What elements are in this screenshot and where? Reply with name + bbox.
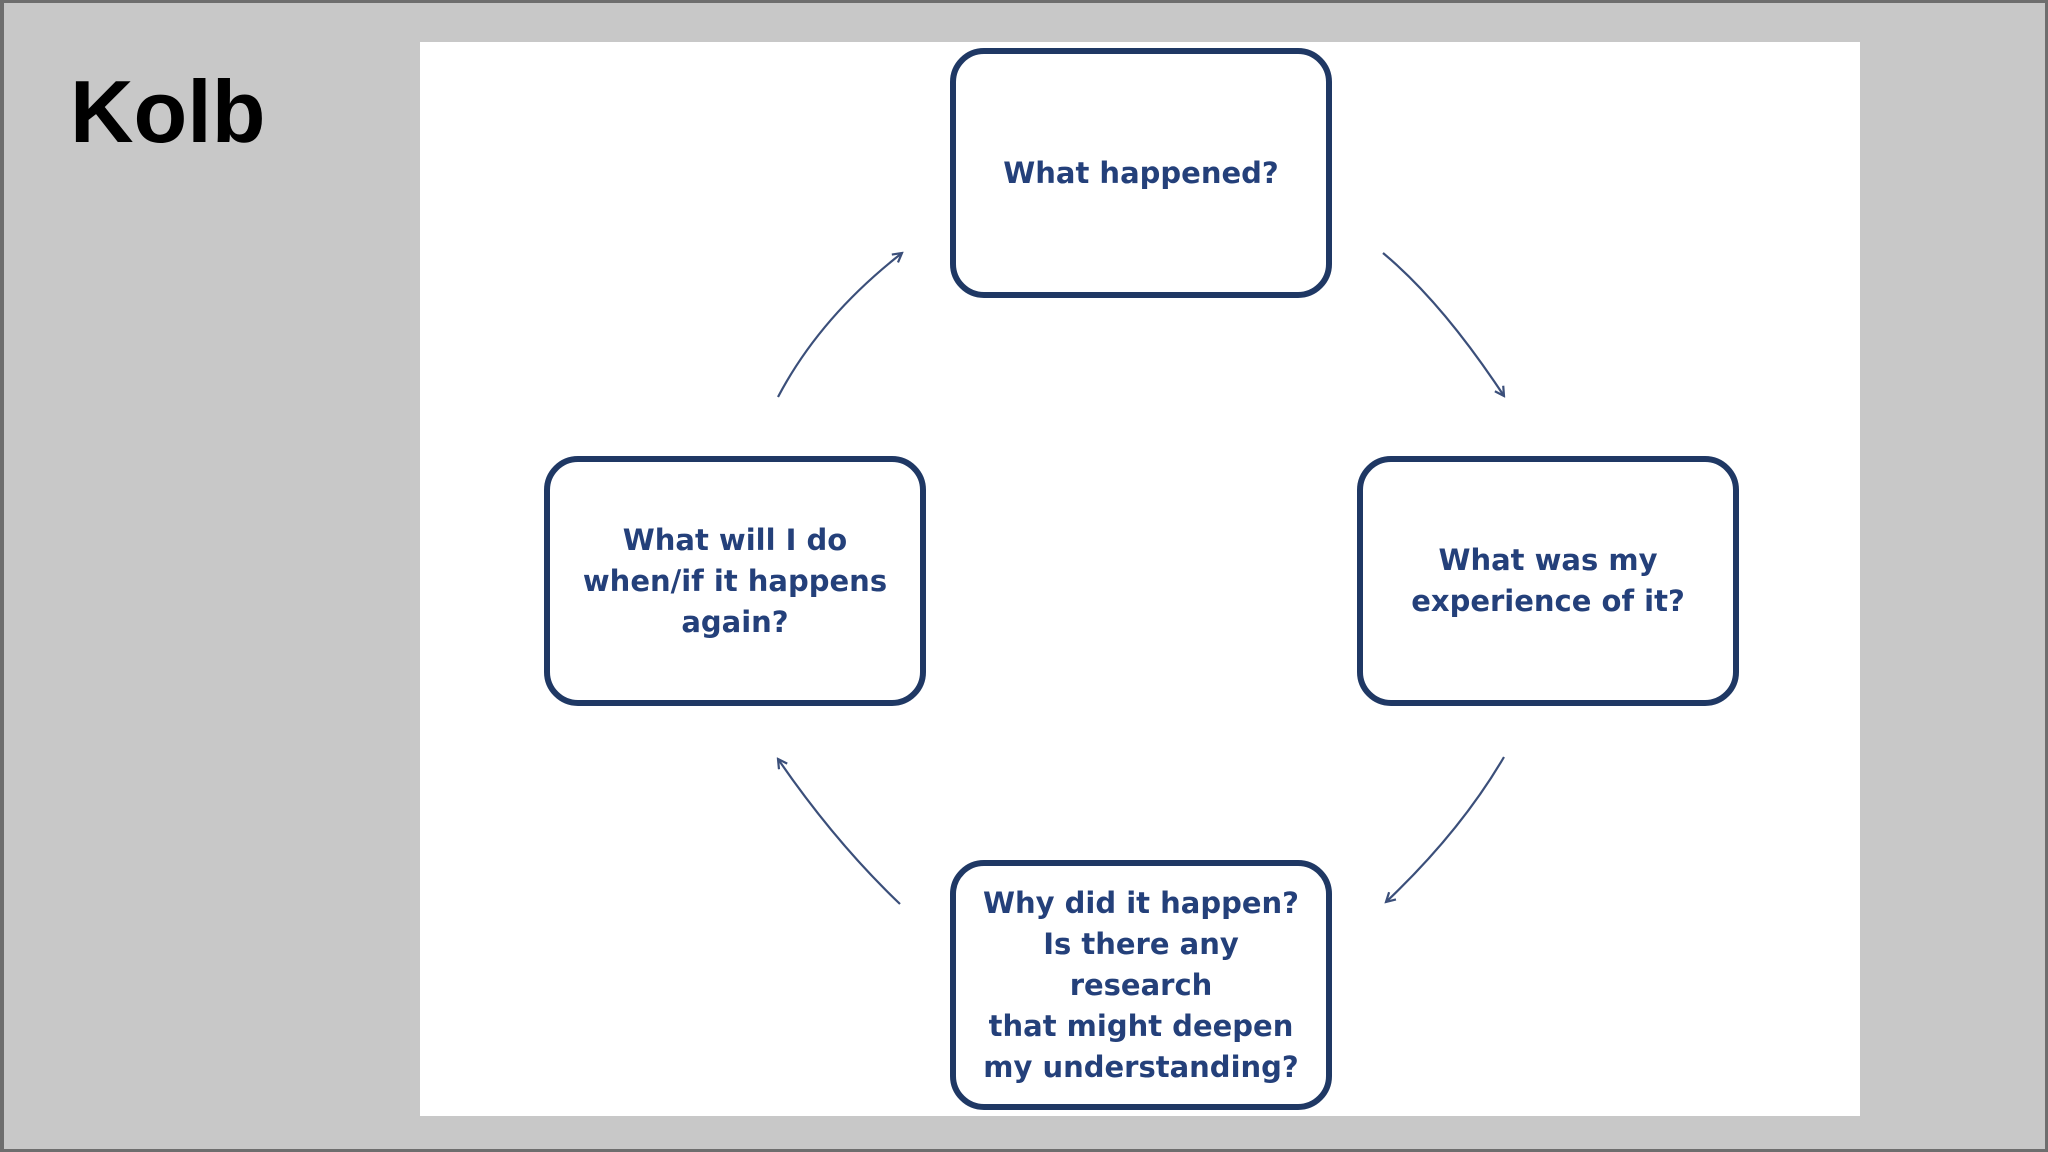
stage-what-happened: What happened? [950, 48, 1332, 298]
stage-why-did-it-happen: Why did it happen? Is there any research… [950, 860, 1332, 1110]
arrow-left-to-top [777, 253, 902, 398]
stage-label-top: What happened? [1003, 155, 1279, 190]
slide-title: Kolb [70, 62, 266, 161]
kolb-cycle-diagram: What happened? What was my experience of… [420, 42, 1860, 1116]
cycle-arrows [420, 42, 1860, 905]
stage-experience: What was my experience of it? [1357, 456, 1739, 706]
stage-what-will-i-do: What will I do when/if it happens again? [544, 456, 926, 706]
stage-label-left: What will I do when/if it happens again? [582, 522, 888, 639]
arrow-bottom-to-left [778, 759, 901, 905]
arrow-top-to-right [1382, 252, 1504, 396]
stage-label-bottom: Why did it happen? Is there any research… [983, 885, 1299, 1084]
stage-label-right: What was my experience of it? [1411, 543, 1685, 618]
arrow-right-to-bottom [1386, 756, 1505, 902]
